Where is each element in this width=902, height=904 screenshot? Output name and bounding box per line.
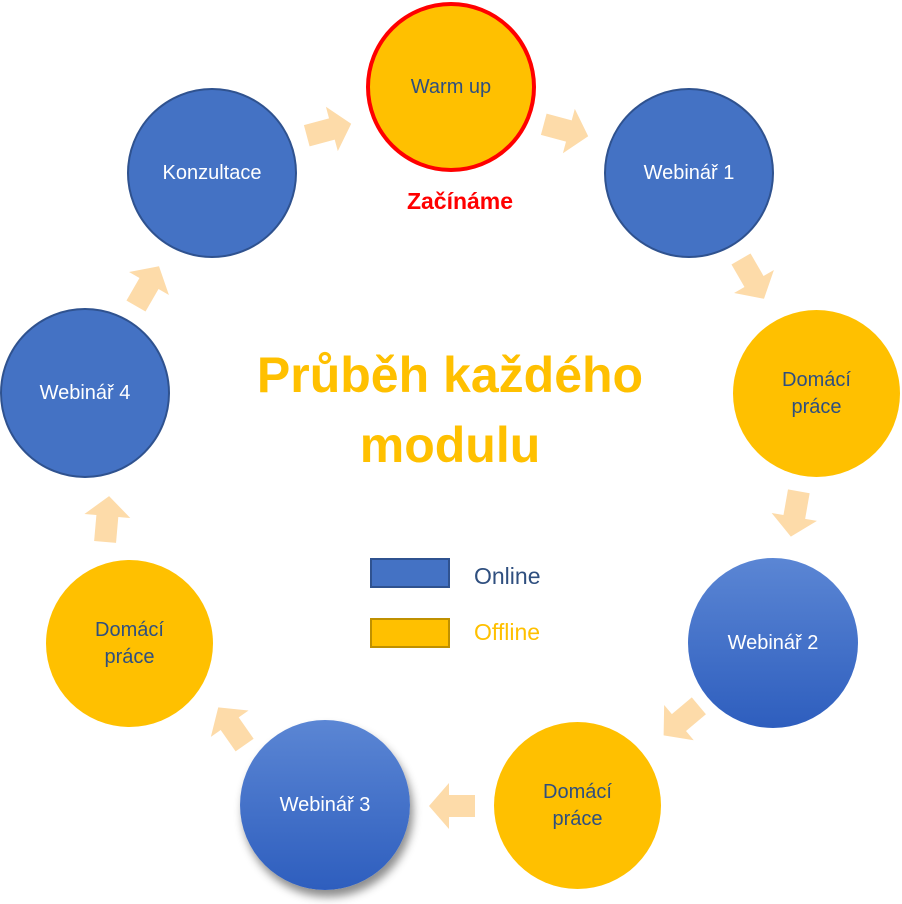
legend-online-swatch xyxy=(370,558,450,588)
node-warm-up: Warm up xyxy=(366,2,536,172)
start-label: Začínáme xyxy=(406,188,514,214)
arrow-webinar-1-to-domaci-prace-1 xyxy=(731,253,774,299)
node-konzultace-label: Konzultace xyxy=(162,161,262,184)
node-domaci-prace-1: Domácí práce xyxy=(733,310,900,477)
arrow-warm-up-to-webinar-1 xyxy=(540,108,589,154)
node-webinar-3-label: Webinář 3 xyxy=(279,793,371,816)
arrow-domaci-prace-1-to-webinar-2 xyxy=(771,489,817,537)
node-webinar-1: Webinář 1 xyxy=(604,88,774,258)
node-webinar-2: Webinář 2 xyxy=(688,558,858,728)
node-domaci-prace-2-label: Domácí práce xyxy=(543,780,612,830)
legend-offline-swatch xyxy=(370,618,450,648)
node-domaci-prace-2: Domácí práce xyxy=(494,722,661,889)
node-webinar-4-label: Webinář 4 xyxy=(39,381,131,404)
node-webinar-2-label: Webinář 2 xyxy=(727,631,819,654)
node-domaci-prace-3-label: Domácí práce xyxy=(95,618,164,668)
arrow-webinar-4-to-konzultace xyxy=(126,266,169,312)
arrow-webinar-3-to-domaci-prace-3 xyxy=(210,707,254,752)
node-domaci-prace-3: Domácí práce xyxy=(46,560,213,727)
node-domaci-prace-1-label: Domácí práce xyxy=(782,368,851,418)
arrow-konzultace-to-warm-up xyxy=(303,106,352,152)
node-webinar-4: Webinář 4 xyxy=(0,308,170,478)
node-konzultace: Konzultace xyxy=(127,88,297,258)
legend-offline-label: Offline xyxy=(474,619,541,645)
legend-online-label: Online xyxy=(474,563,541,589)
arrow-webinar-2-to-domaci-prace-2 xyxy=(663,697,706,741)
arrow-domaci-prace-3-to-webinar-4 xyxy=(84,496,131,543)
arrow-domaci-prace-2-to-webinar-3 xyxy=(429,783,475,829)
diagram-title: Průběh každého modulu xyxy=(256,347,644,473)
node-webinar-3: Webinář 3 xyxy=(240,720,410,890)
node-webinar-1-label: Webinář 1 xyxy=(643,161,735,184)
node-warm-up-label: Warm up xyxy=(410,75,492,98)
